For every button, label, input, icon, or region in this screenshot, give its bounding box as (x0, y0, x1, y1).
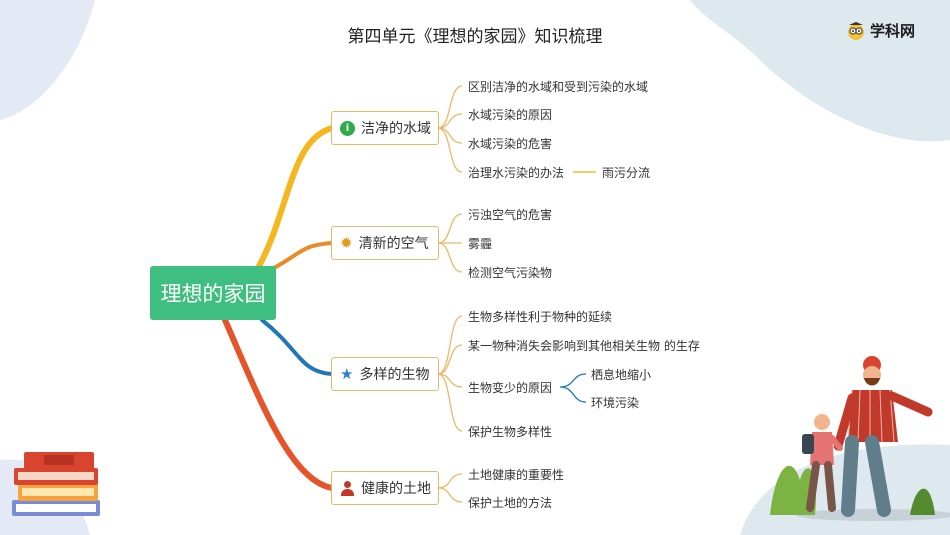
leaf-item: 雾霾 (468, 237, 493, 251)
leaf-item: 土地健康的重要性 (468, 468, 565, 482)
sub-leaf-item: 雨污分流 (602, 166, 651, 180)
leaf-item: 某一物种消失会影响到其他相关生物 的生存 (468, 339, 700, 353)
leaf-item: 治理水污染的办法 (468, 166, 565, 180)
logo: 学科网 (846, 20, 915, 41)
gear-icon: ✹ (340, 234, 353, 252)
leaf-item: 水域污染的危害 (468, 137, 553, 151)
father-child-illustration (770, 356, 950, 521)
connector-land (222, 317, 335, 491)
branch-label: 健康的土地 (361, 481, 431, 497)
leaf-item: 水域污染的原因 (468, 108, 553, 122)
connector-water (255, 125, 335, 271)
connector-biology (260, 318, 334, 376)
info-icon: i (340, 120, 355, 136)
page-title: 第四单元《理想的家园》知识梳理 (347, 27, 603, 47)
corner-blob-top-left (0, 0, 95, 120)
books-illustration (12, 452, 100, 516)
logo-text: 学科网 (870, 22, 916, 40)
branch-water: i 洁净的水域 (331, 111, 439, 145)
owl-logo-icon (848, 21, 864, 40)
leaf-item: 保护生物多样性 (468, 425, 553, 439)
connector-air (268, 241, 334, 272)
leaf-item: 保护土地的方法 (468, 496, 553, 510)
central-topic: 理想的家园 (150, 266, 276, 320)
leaf-item: 检测空气污染物 (468, 266, 553, 280)
star-icon: ★ (340, 365, 354, 383)
branch-air: ✹ 清新的空气 (331, 226, 439, 260)
leaf-item: 污浊空气的危害 (468, 208, 553, 222)
branch-biology: ★ 多样的生物 (331, 357, 439, 391)
leaf-item: 区别洁净的水域和受到污染的水域 (468, 80, 649, 94)
branch-label: 洁净的水域 (361, 121, 431, 137)
branch-label: 清新的空气 (358, 236, 429, 252)
sub-leaf-item: 环境污染 (591, 396, 640, 410)
corner-blob-top-right (690, 0, 950, 142)
person-icon (340, 480, 355, 496)
sub-leaf-item: 栖息地缩小 (591, 368, 652, 382)
leaf-item: 生物变少的原因 (468, 381, 553, 395)
branch-label: 多样的生物 (359, 367, 430, 383)
branch-land: 健康的土地 (331, 471, 439, 505)
leaf-item: 生物多样性利于物种的延续 (468, 310, 613, 324)
